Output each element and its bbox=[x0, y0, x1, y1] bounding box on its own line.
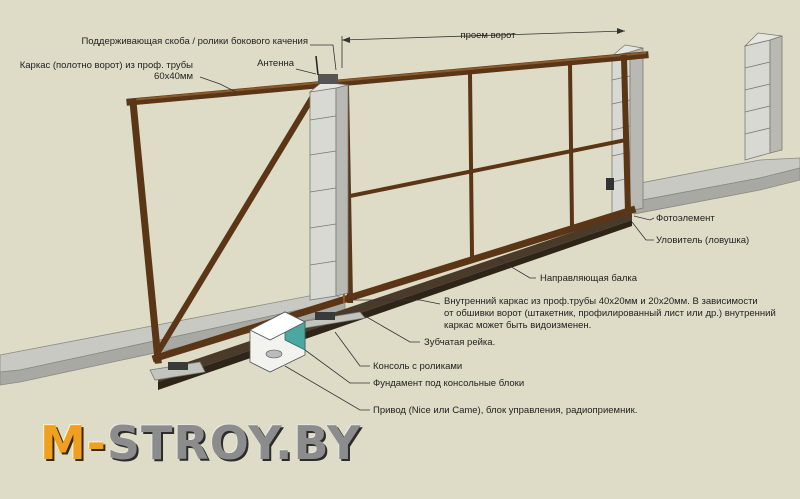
site-logo: M-STROY.BY bbox=[40, 420, 361, 466]
opening-dimension: проем ворот bbox=[341, 28, 626, 68]
inner-frame-label-line3: каркас может быть видоизменен. bbox=[444, 320, 591, 331]
fence-foundation bbox=[0, 157, 800, 386]
guide-beam-label: Направляющая балка bbox=[540, 273, 638, 284]
foundation-label: Фундамент под консольные блоки bbox=[373, 378, 524, 389]
drive-label: Привод (Nice или Came), блок управления,… bbox=[373, 405, 637, 416]
antenna-label: Антенна bbox=[257, 58, 295, 69]
opening-label: проем ворот bbox=[460, 30, 516, 41]
support-bracket bbox=[318, 74, 338, 84]
antenna bbox=[315, 55, 319, 76]
gear-rack-label: Зубчатая рейка. bbox=[424, 337, 495, 348]
photocell-device bbox=[606, 178, 614, 190]
inner-frame-label-line2: от обшивки ворот (штакетник, профилирова… bbox=[444, 308, 776, 319]
console-label: Консоль с роликами bbox=[373, 361, 462, 372]
logo-part-a: M- bbox=[40, 416, 107, 470]
catcher-label: Уловитель (ловушка) bbox=[656, 235, 749, 246]
frame-label-line2: 60х40мм bbox=[154, 71, 193, 82]
gate-pillar bbox=[308, 55, 349, 301]
frame-label-line1: Каркас (полотно ворот) из проф. трубы bbox=[20, 60, 193, 71]
inner-frame-label-line1: Внутренний каркас из проф.трубы 40х20мм … bbox=[444, 296, 758, 307]
support-bracket-label: Поддерживающая скоба / ролики бокового к… bbox=[81, 36, 308, 47]
leader-lines bbox=[199, 44, 655, 411]
logo-part-b: STROY.BY bbox=[106, 416, 362, 470]
right-fence-pillar bbox=[743, 32, 783, 161]
drive-unit bbox=[249, 311, 306, 373]
photocell-label: Фотоэлемент bbox=[656, 213, 715, 224]
